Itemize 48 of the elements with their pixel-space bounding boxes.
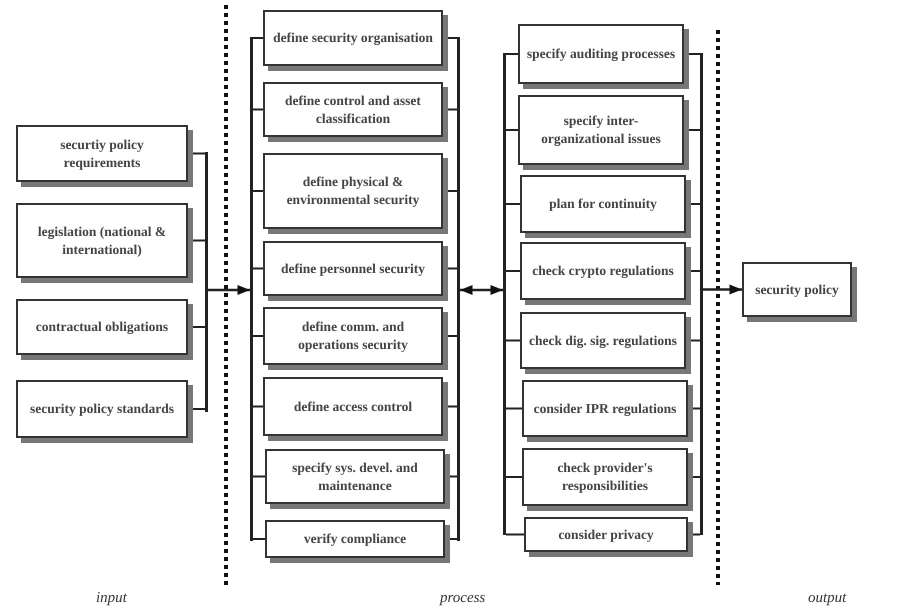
box-label: define physical & environmental security	[286, 173, 420, 209]
connector-line	[506, 129, 518, 131]
box-label: check dig. sig. regulations	[529, 332, 677, 350]
bracket-bar	[250, 37, 253, 541]
box-label: specify inter-organizational issues	[540, 112, 662, 148]
box-label: specify sys. devel. and maintenance	[291, 458, 419, 494]
box-label: specify auditing processes	[526, 45, 676, 63]
box-label: consider IPR regulations	[534, 400, 676, 418]
arrow	[460, 285, 503, 295]
connector-line	[253, 108, 263, 110]
bracket-bar	[457, 37, 460, 541]
connector-line	[253, 268, 263, 270]
column-caption: input	[96, 590, 127, 607]
bracket-bar	[700, 53, 703, 535]
connector-line	[506, 408, 522, 410]
box-label: contractual obligations	[36, 318, 168, 336]
connector-line	[506, 203, 520, 205]
bracket-bar	[503, 53, 506, 535]
box-label: define access control	[294, 398, 412, 416]
box-label: plan for continuity	[549, 195, 657, 213]
box-label: security policy standards	[30, 400, 174, 418]
box-label: security policy	[755, 280, 839, 298]
connector-line	[506, 534, 524, 536]
box-label: define personnel security	[281, 260, 425, 278]
connector-line	[506, 340, 520, 342]
connector-line	[506, 476, 522, 478]
connector-line	[253, 335, 263, 337]
bracket-bar	[205, 152, 208, 412]
box-label: define security organisation	[273, 29, 433, 47]
box-label: define comm. and operations security	[297, 318, 409, 354]
connector-line	[253, 476, 265, 478]
box-label: check provider's responsibilities	[556, 459, 654, 495]
connector-line	[253, 538, 265, 540]
column-caption: process	[440, 590, 486, 607]
connector-line	[506, 270, 520, 272]
box-label: check crypto regulations	[532, 262, 674, 280]
arrow	[703, 284, 742, 294]
connector-line	[253, 37, 263, 39]
box-label: verify compliance	[304, 530, 406, 548]
box-label: securtiy policy requirements	[59, 136, 145, 172]
connector-line	[253, 406, 263, 408]
box-label: define control and asset classification	[284, 92, 422, 128]
box-label: legislation (national & international)	[36, 222, 168, 258]
column-caption: output	[808, 590, 846, 607]
connector-line	[253, 190, 263, 192]
box-label: consider privacy	[558, 526, 654, 544]
arrow	[208, 285, 250, 295]
connector-line	[506, 53, 518, 55]
